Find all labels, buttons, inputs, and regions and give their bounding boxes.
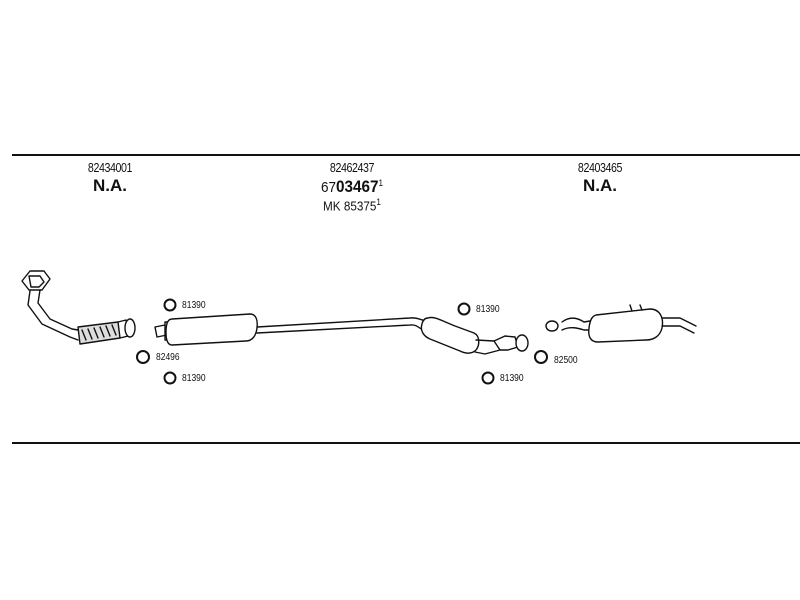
alt-code-sup: 1 (378, 178, 384, 188)
rear-silencer-icon (545, 304, 697, 343)
gasket-label: 81390 (182, 300, 206, 311)
bottom-divider (12, 442, 800, 444)
mk-sup: 1 (376, 197, 381, 207)
gasket-label: 82496 (156, 352, 180, 363)
part-number: 82434001 (87, 160, 133, 175)
gasket-rings (136, 298, 548, 385)
gasket-ring-icon (163, 298, 177, 312)
gasket-label: 81390 (476, 304, 500, 315)
gasket-ring-icon (457, 302, 471, 316)
alt-code-main: 03467 (335, 177, 379, 196)
gasket-ring-icon (534, 350, 548, 364)
front-pipe-icon (21, 270, 136, 345)
top-divider (12, 154, 800, 156)
part-number: 82403465 (577, 160, 623, 175)
mk-number: 85375 (343, 198, 377, 214)
connector-silencer-icon (420, 316, 529, 355)
section-rear-silencer: 82403465 N.A. (520, 160, 680, 196)
alt-code-prefix: 67 (320, 179, 336, 196)
gasket-label: 81390 (182, 373, 206, 384)
middle-silencer-icon (154, 313, 429, 346)
part-number: 82462437 (329, 160, 375, 175)
section-middle-silencer: 82462437 67034671 MK 853751 (272, 160, 432, 213)
mk-prefix: MK (323, 198, 341, 214)
availability-status: N.A. (583, 176, 617, 195)
gasket-label: 81390 (500, 373, 524, 384)
availability-status: N.A. (93, 176, 127, 195)
alt-code: 67034671 (280, 177, 424, 197)
gasket-ring-icon (481, 371, 495, 385)
section-front-pipe: 82434001 N.A. (30, 160, 190, 196)
gasket-ring-icon (163, 371, 177, 385)
mk-code: MK 853751 (280, 197, 424, 213)
gasket-label: 82500 (554, 355, 578, 366)
gasket-ring-icon (136, 350, 150, 364)
